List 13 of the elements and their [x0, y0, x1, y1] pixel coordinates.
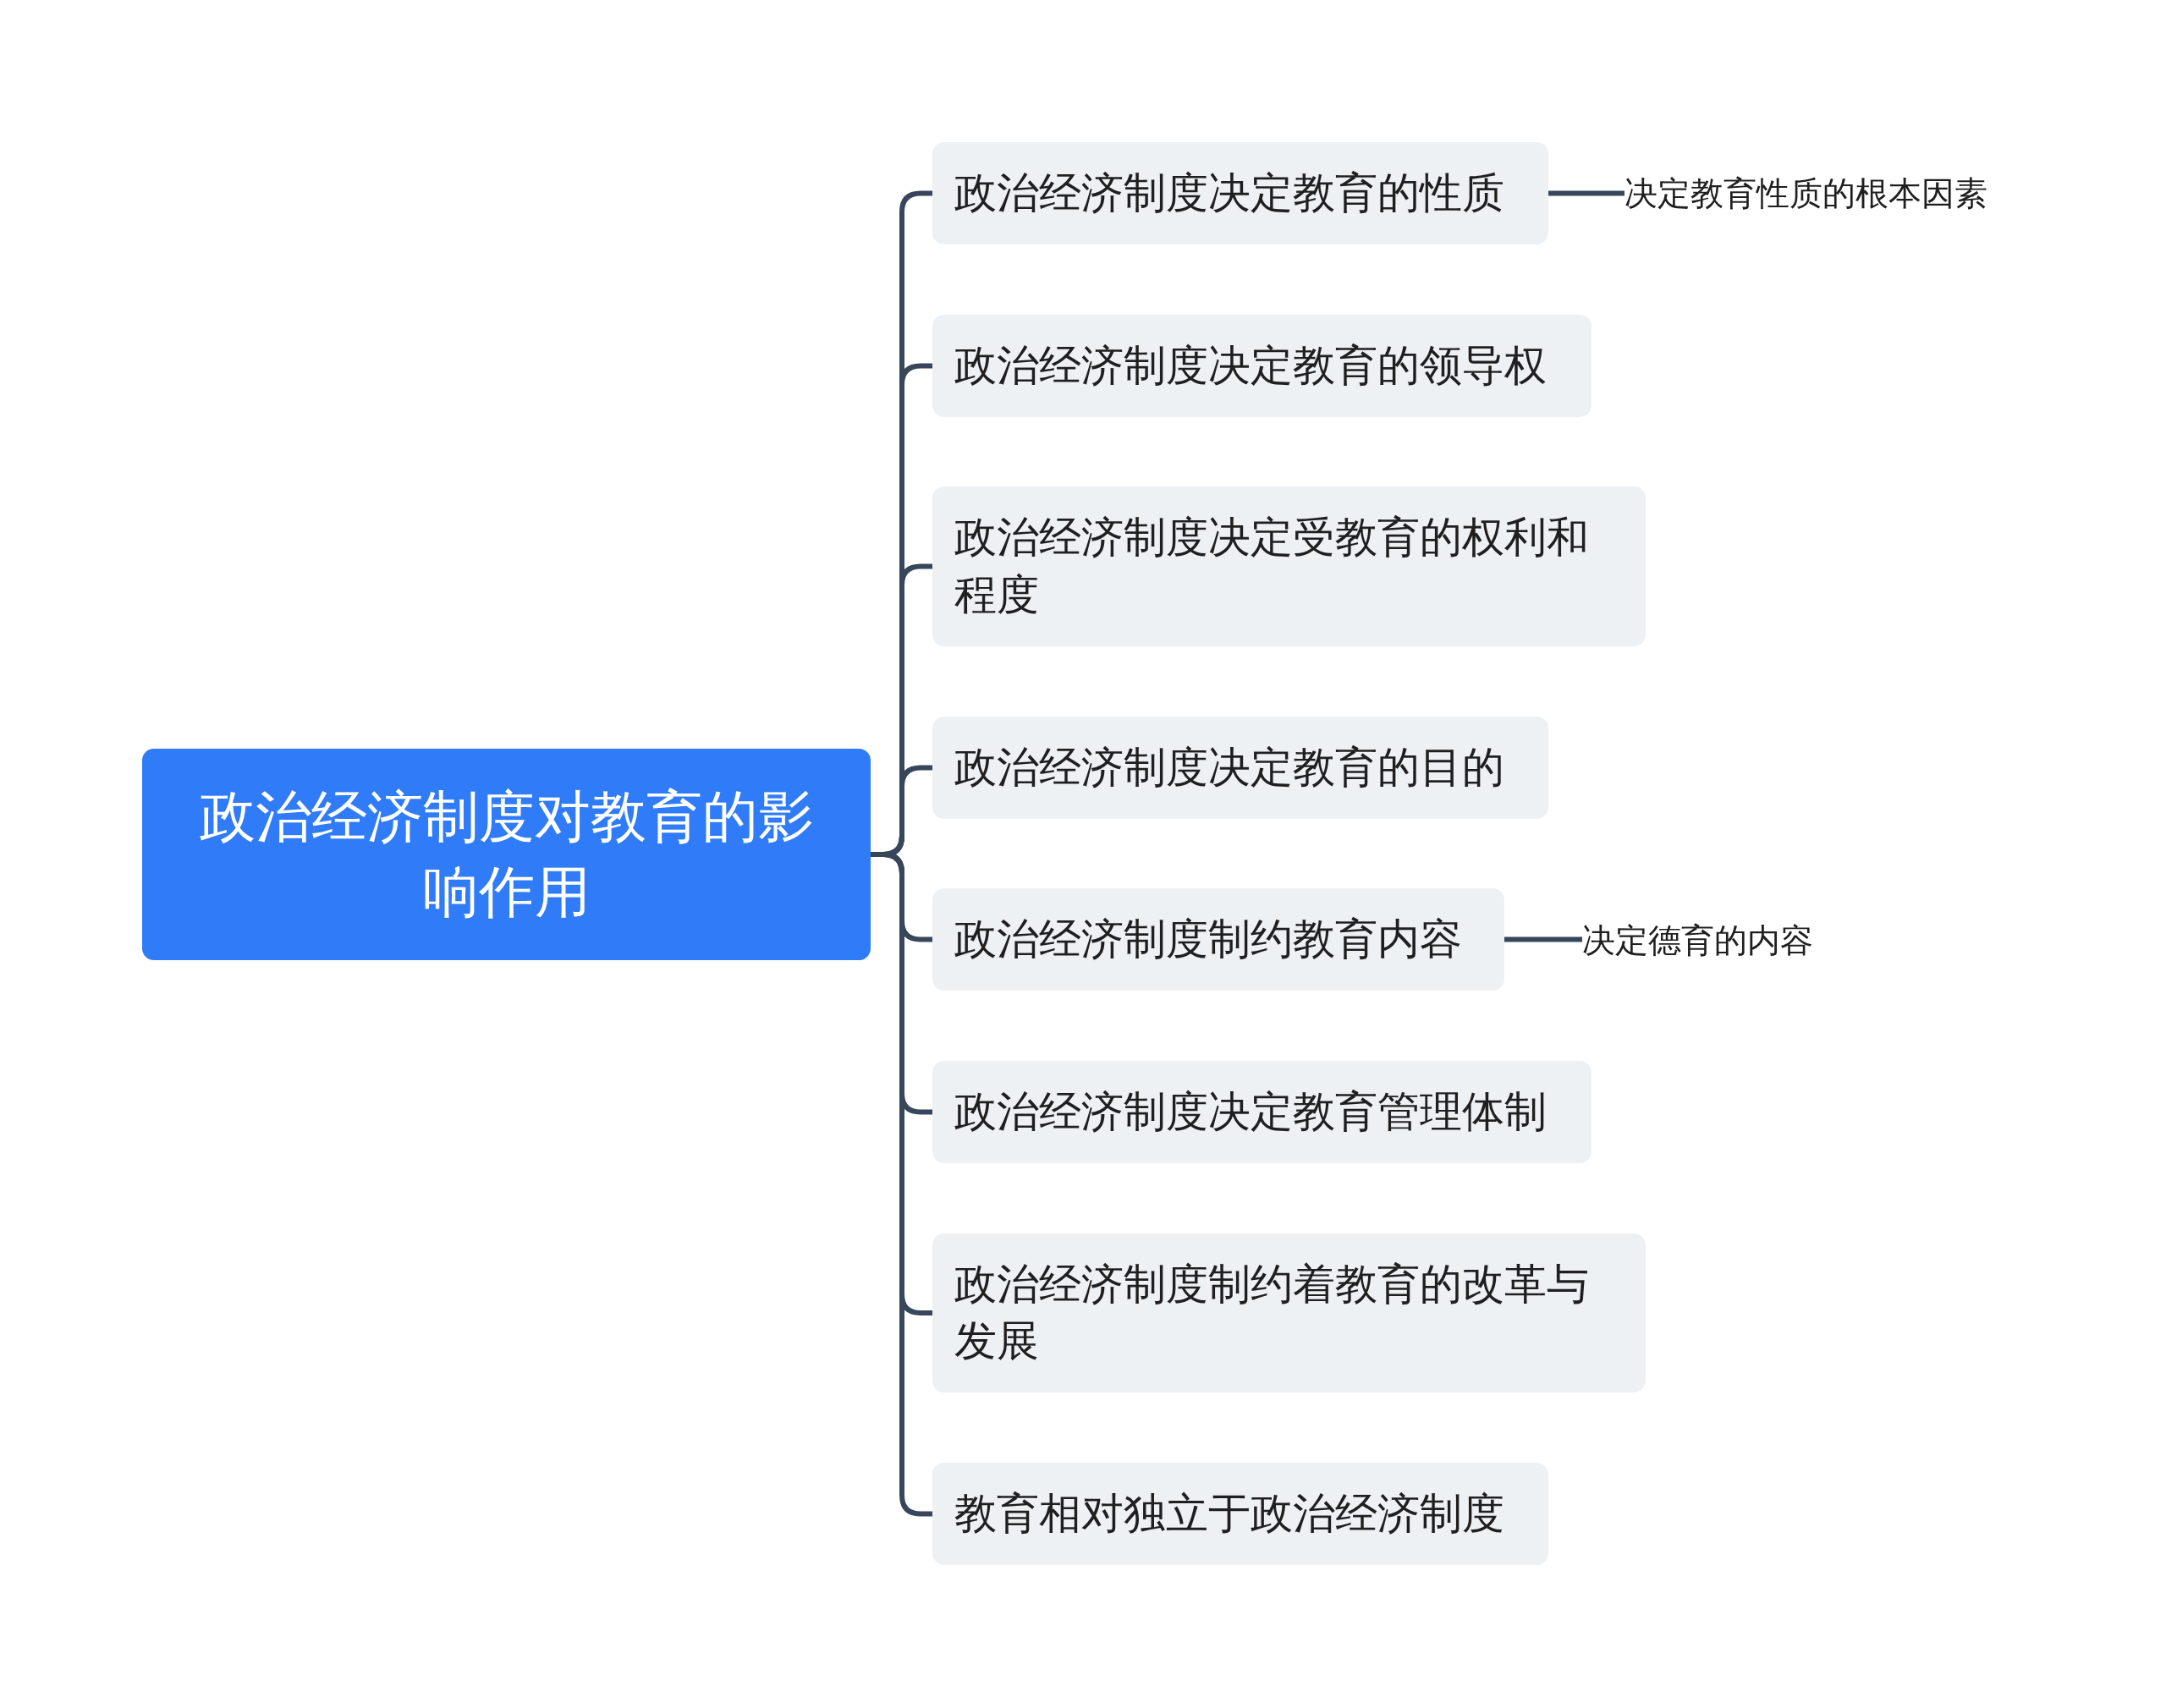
- central-topic: 政治经济制度对教育的影响作用: [142, 749, 871, 960]
- note-text: 决定德育的内容: [1582, 916, 1853, 965]
- subtopic-box: 政治经济制度决定教育的领导权: [932, 315, 1592, 417]
- note-text: 决定教育性质的根本因素: [1624, 169, 2022, 218]
- subtopic-box: 政治经济制度决定教育的性质: [932, 142, 1548, 244]
- subtopic-box: 政治经济制度制约着教育的改革与发展: [932, 1233, 1646, 1392]
- connector-line: [1504, 936, 1582, 942]
- subtopic-box: 政治经济制度决定教育管理体制: [932, 1061, 1592, 1163]
- subtopic-box: 政治经济制度决定受教育的权利和程度: [932, 486, 1646, 646]
- subtopic-box: 政治经济制度决定教育的目的: [932, 717, 1548, 819]
- subtopic-box: 政治经济制度制约教育内容: [932, 888, 1504, 991]
- connector-line: [1548, 190, 1624, 196]
- subtopic-box: 教育相对独立于政治经济制度: [932, 1463, 1548, 1565]
